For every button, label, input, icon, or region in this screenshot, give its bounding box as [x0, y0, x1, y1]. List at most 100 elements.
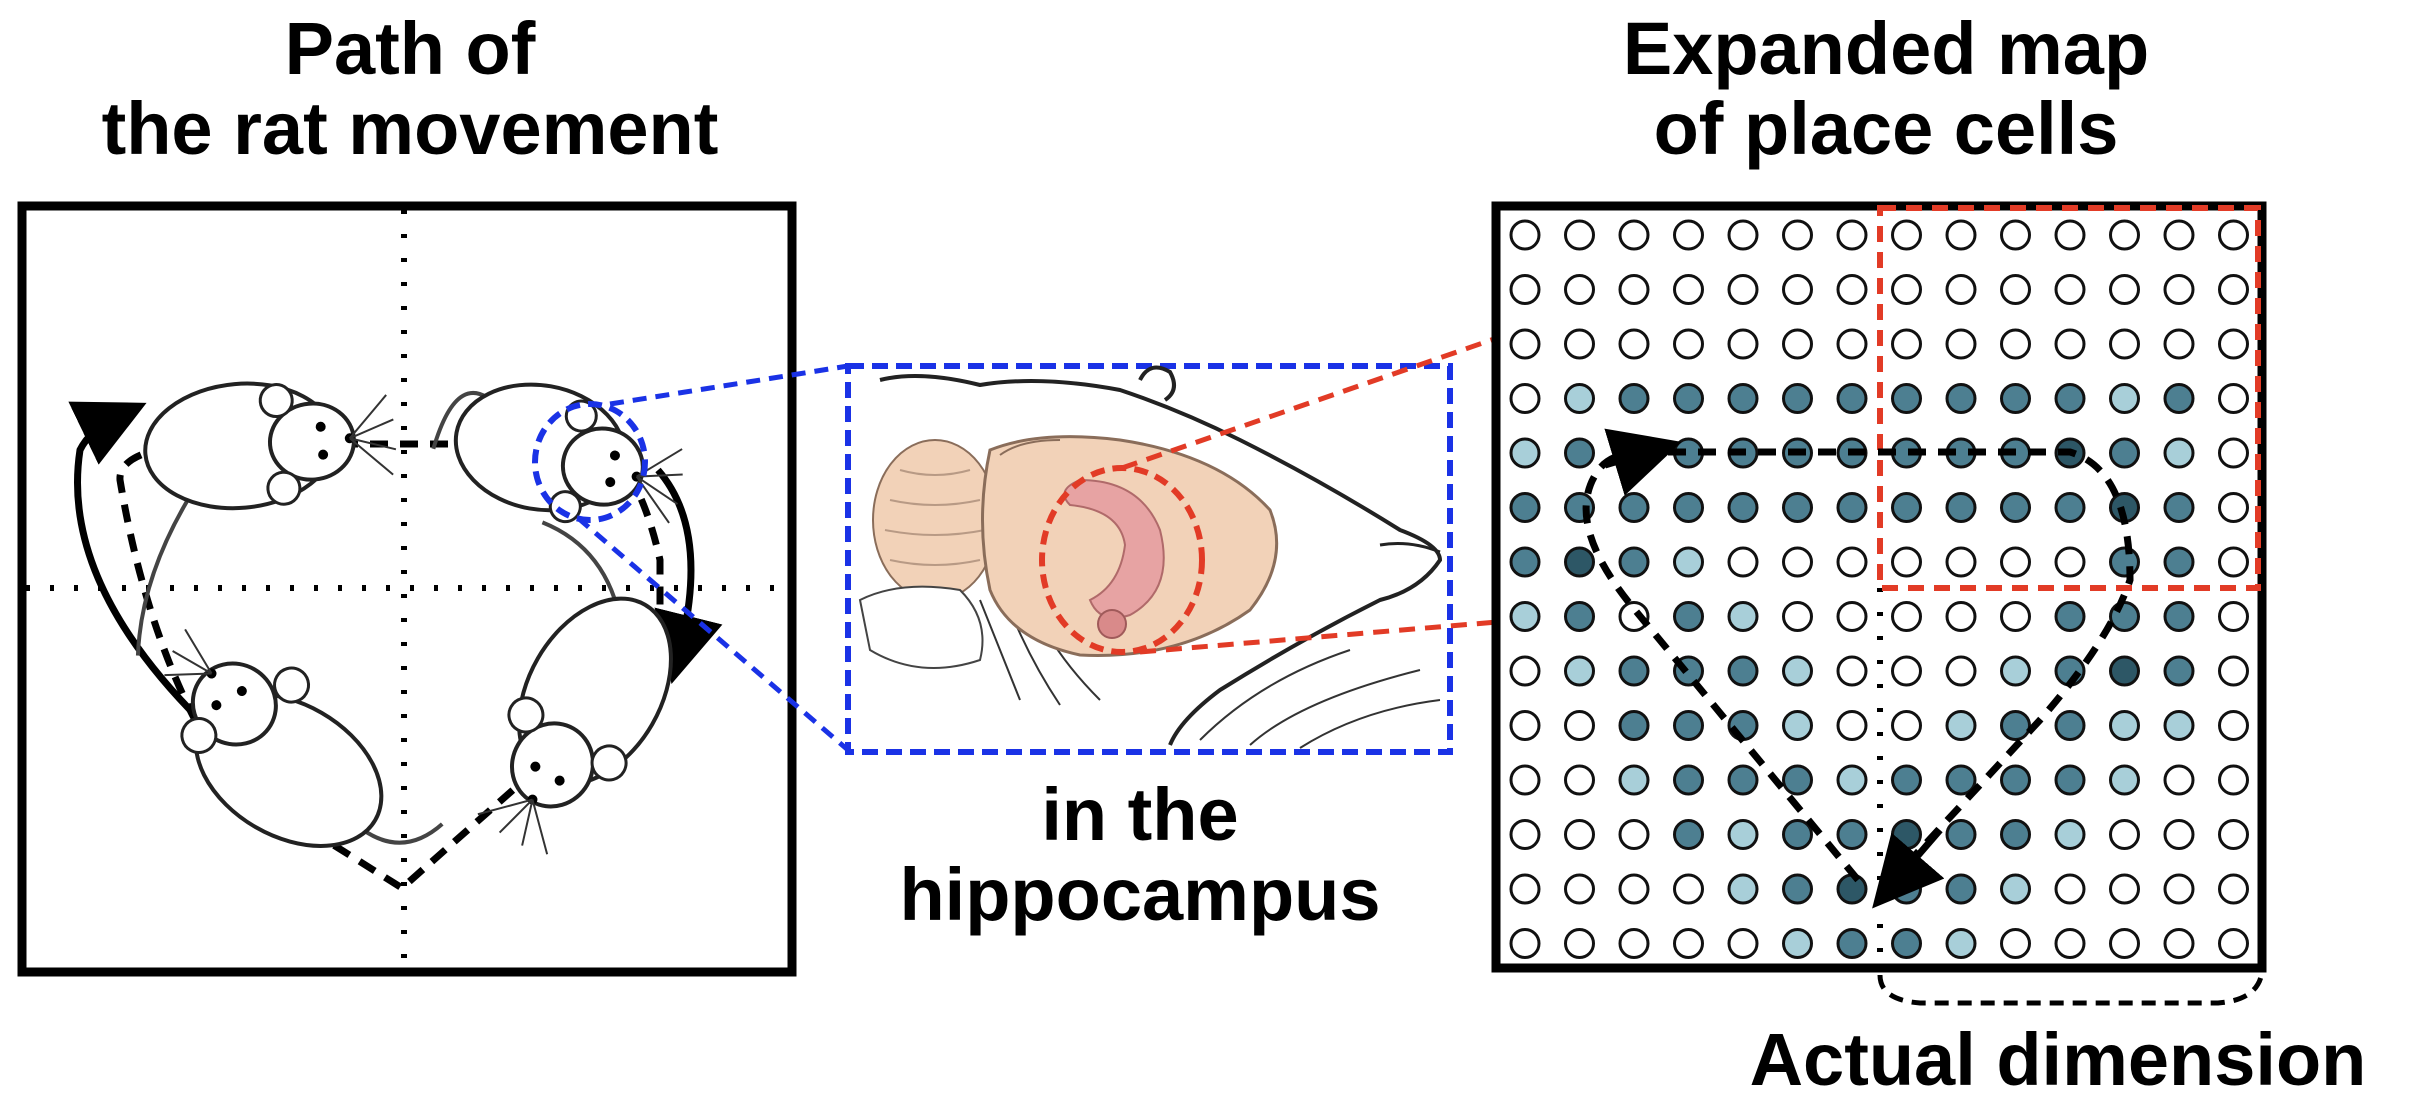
place-cell — [2000, 492, 2031, 523]
place-cell — [1891, 764, 1922, 796]
place-cell — [1673, 219, 1704, 251]
place-cell — [2163, 437, 2195, 469]
place-cell — [1618, 601, 1650, 632]
place-cell — [1782, 928, 1813, 959]
place-cell-grid — [1509, 219, 2249, 959]
hippocampus-icon — [1063, 478, 1165, 639]
place-cell — [1836, 601, 1868, 632]
place-cell — [1727, 274, 1759, 305]
place-cell — [2000, 655, 2031, 687]
place-cell — [1564, 437, 1595, 469]
place-cell — [1509, 819, 1541, 850]
place-cell — [1945, 601, 1977, 632]
place-cell — [2054, 601, 2086, 632]
place-cell — [1618, 655, 1650, 687]
place-cell — [1782, 219, 1813, 251]
place-cell — [2000, 710, 2031, 741]
place-cell — [1782, 655, 1813, 687]
place-cell — [1836, 710, 1868, 741]
place-cell — [1945, 819, 1977, 850]
place-cell — [1891, 274, 1922, 305]
rat-brain-icon — [858, 365, 1443, 749]
rat-icon — [164, 628, 444, 848]
place-cell — [2109, 873, 2140, 905]
place-cell — [2218, 928, 2249, 959]
place-cell — [1836, 873, 1868, 905]
place-map-arrow-top — [1603, 428, 1682, 496]
place-cell — [1836, 492, 1868, 523]
place-cell — [1945, 492, 1977, 523]
place-cell — [2109, 546, 2140, 578]
place-cell — [2218, 601, 2249, 632]
place-cell — [1782, 492, 1813, 523]
place-cell — [1782, 383, 1813, 414]
place-cell — [1727, 546, 1759, 578]
place-cell — [1618, 274, 1650, 305]
place-cell — [1618, 492, 1650, 523]
place-cell — [2000, 873, 2031, 905]
place-cell — [1564, 655, 1595, 687]
place-cell — [1618, 710, 1650, 741]
place-cell — [1782, 710, 1813, 741]
place-cell — [2054, 383, 2086, 414]
place-cell — [1836, 274, 1868, 305]
place-cell — [1509, 219, 1541, 251]
place-cell — [1564, 710, 1595, 741]
place-cell — [2000, 383, 2031, 414]
place-cell — [1727, 328, 1759, 360]
place-cell — [2163, 546, 2195, 578]
place-cell — [1891, 219, 1922, 251]
place-cell — [1782, 274, 1813, 305]
place-cell — [1836, 546, 1868, 578]
place-cell — [2163, 710, 2195, 741]
actual-quadrant-box — [1877, 205, 2261, 591]
place-cell — [2163, 764, 2195, 796]
place-cell — [1564, 873, 1595, 905]
middle-caption-line1: in the — [1041, 773, 1239, 856]
rat-solid-arrow-right — [654, 467, 723, 684]
place-cell — [1727, 764, 1759, 796]
actual-dimension-label: Actual dimension — [1749, 1018, 2367, 1101]
place-cell — [1727, 655, 1759, 687]
place-cell-panel — [1491, 201, 2267, 1006]
place-cell — [2000, 601, 2031, 632]
place-cell — [2054, 274, 2086, 305]
place-cell — [1945, 655, 1977, 687]
place-cell — [2163, 928, 2195, 959]
place-cell — [1727, 873, 1759, 905]
place-cell — [1564, 219, 1595, 251]
place-cell — [2054, 546, 2086, 578]
place-cell — [1891, 492, 1922, 523]
place-cell — [1673, 546, 1704, 578]
place-cell — [1945, 928, 1977, 959]
middle-caption-line2: hippocampus — [899, 853, 1381, 936]
place-cell — [1673, 383, 1704, 414]
place-cell — [1673, 601, 1704, 632]
place-cell — [1836, 383, 1868, 414]
rat-icon — [477, 520, 673, 855]
place-cell — [1945, 383, 1977, 414]
place-cell — [1509, 655, 1541, 687]
place-cell — [2054, 492, 2086, 523]
place-map-path — [1582, 448, 2134, 883]
place-cell — [2109, 437, 2140, 469]
place-cell — [2218, 328, 2249, 360]
place-cell — [1618, 546, 1650, 578]
place-cell — [1509, 764, 1541, 796]
place-cell — [2218, 219, 2249, 251]
place-cell — [2054, 710, 2086, 741]
place-cell — [1945, 764, 1977, 796]
place-cell — [1673, 928, 1704, 959]
place-cell — [2109, 219, 2140, 251]
place-cell — [1673, 873, 1704, 905]
brain-panel — [845, 363, 1453, 755]
place-cell — [1564, 764, 1595, 796]
place-cell — [2000, 219, 2031, 251]
place-cell — [2000, 328, 2031, 360]
place-cell — [1618, 383, 1650, 414]
place-cell — [2109, 764, 2140, 796]
place-cell — [1945, 873, 1977, 905]
place-cell — [1564, 274, 1595, 305]
place-cell — [1564, 328, 1595, 360]
